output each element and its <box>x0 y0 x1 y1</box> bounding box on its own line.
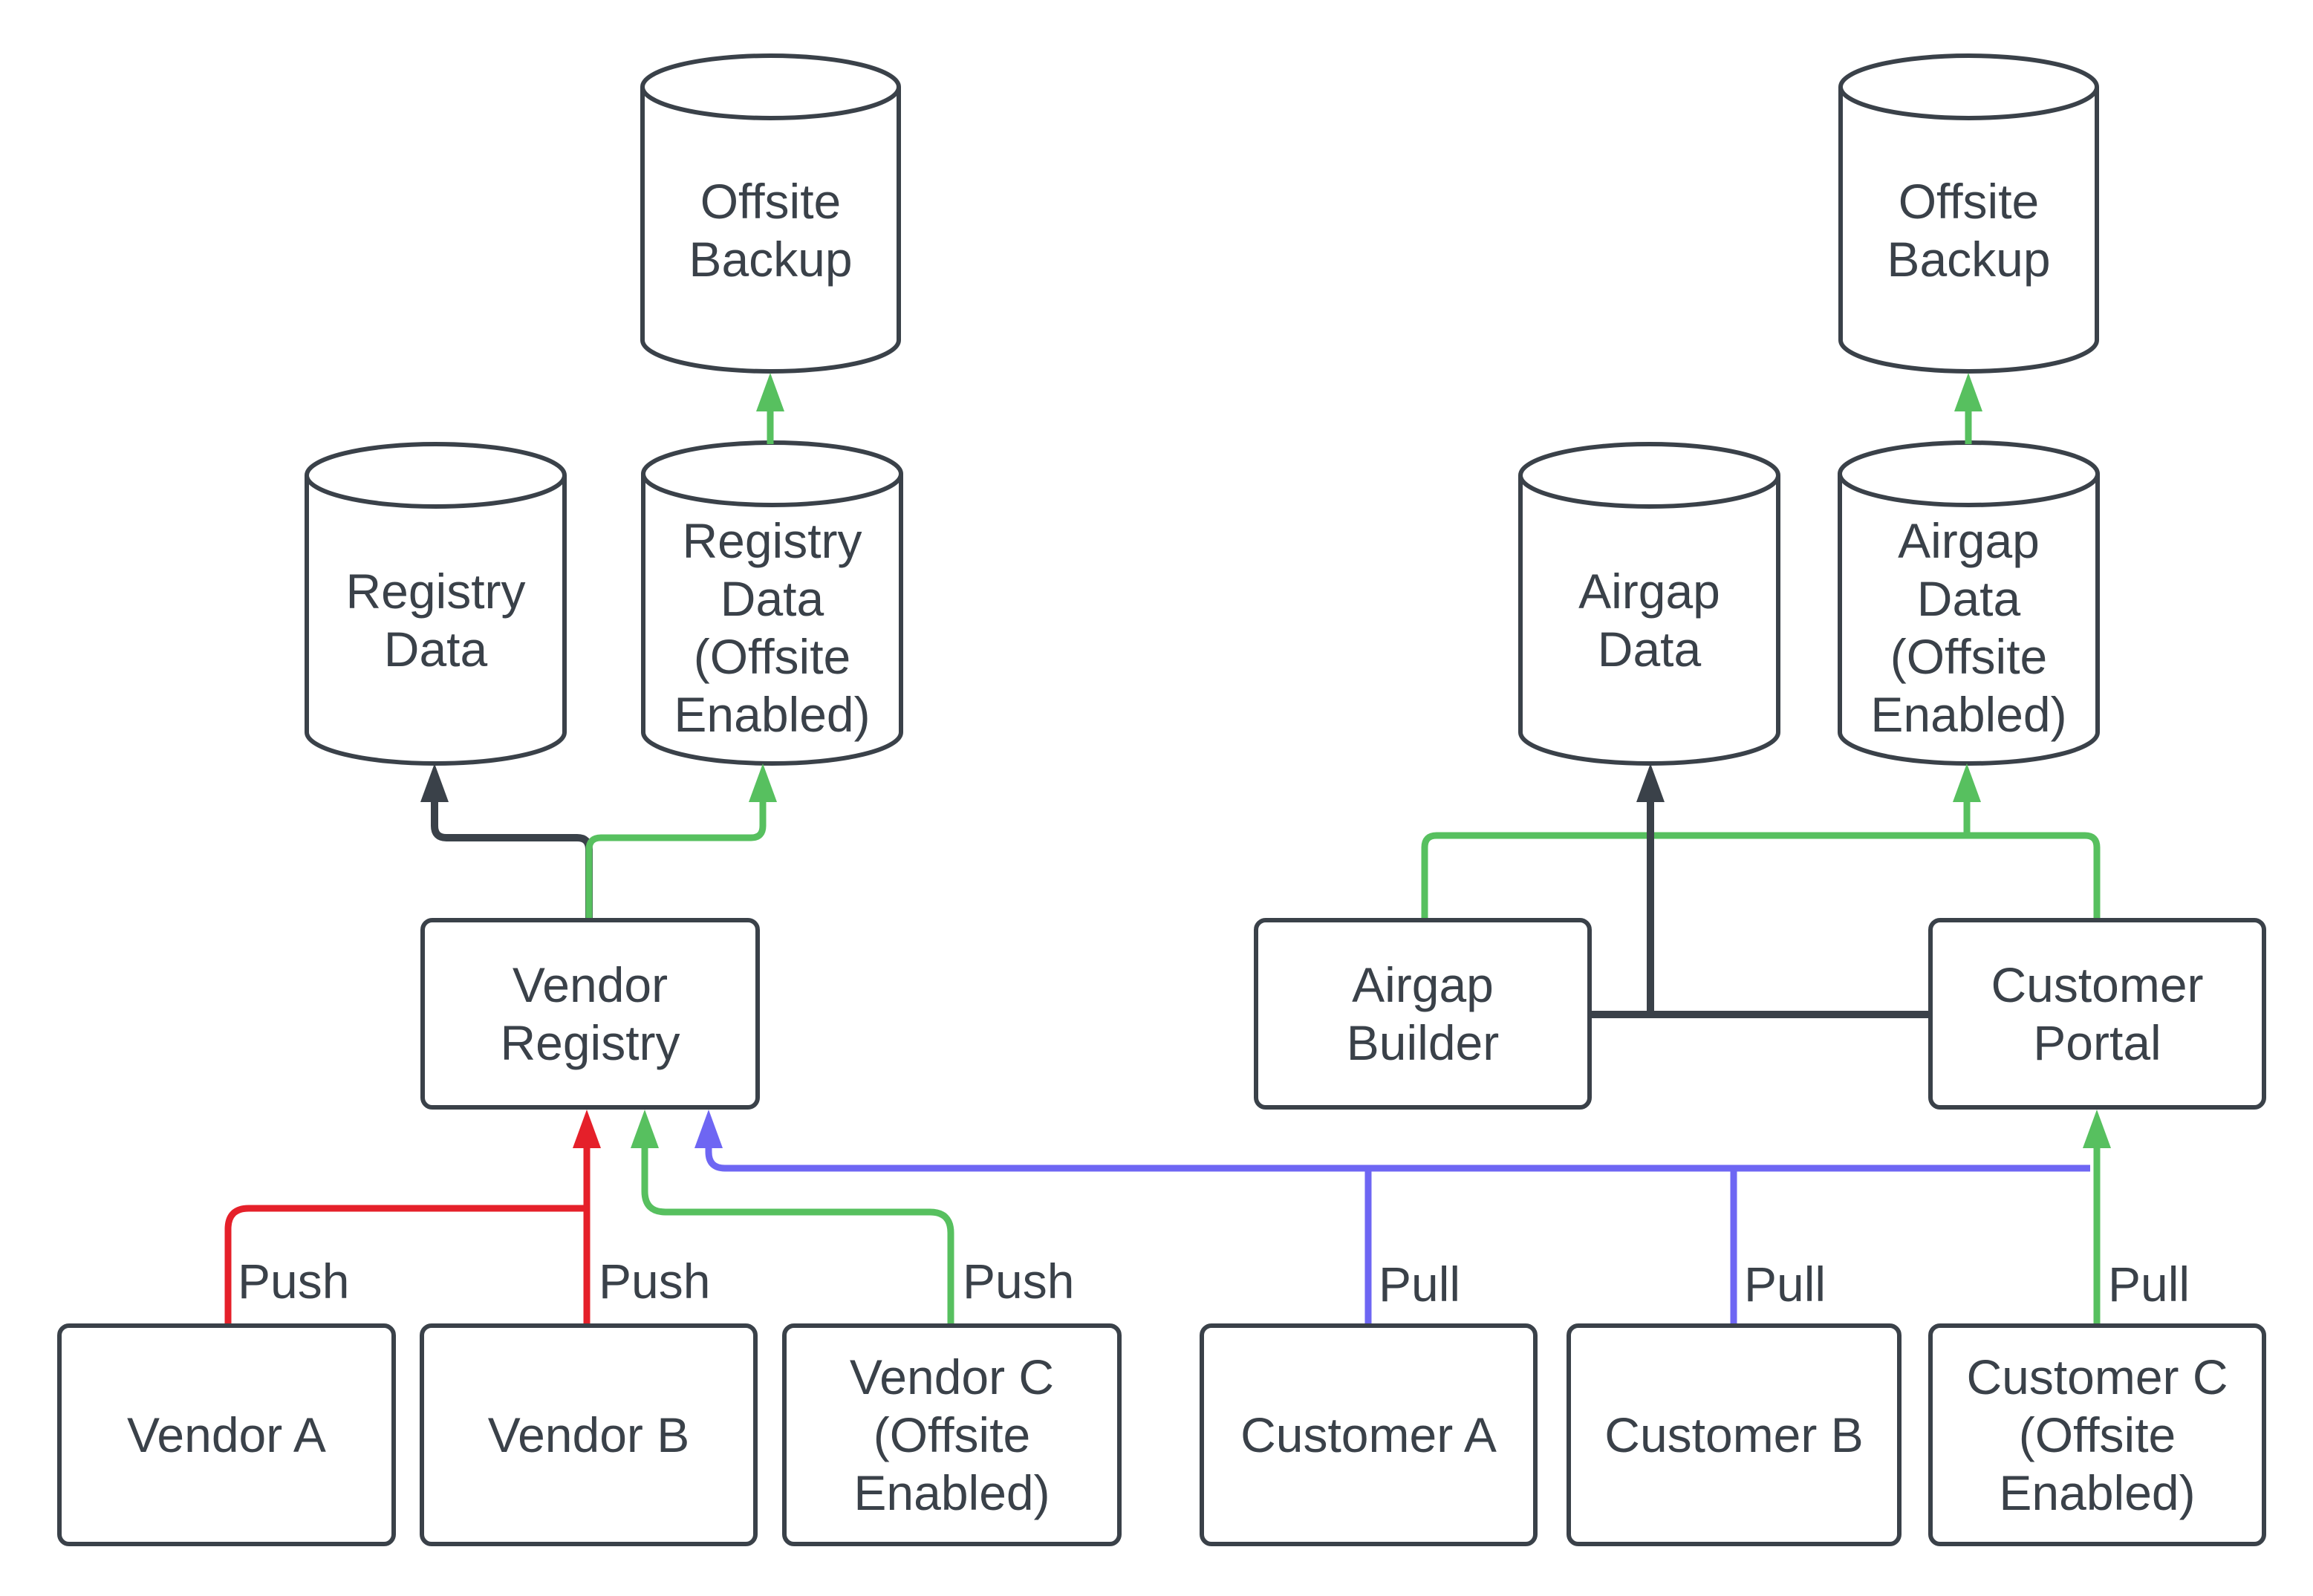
cylinder-body <box>1518 442 1780 766</box>
arrowhead-customer-portal-green <box>2083 1110 2111 1148</box>
cylinder-rim <box>1518 475 1780 509</box>
node-customer-b: Customer B <box>1567 1323 1902 1546</box>
node-customer-c-label: Customer C (Offsite Enabled) <box>1966 1349 2228 1520</box>
cylinder-airgap-data-offsite <box>1838 440 2100 766</box>
cylinder-registry-data <box>305 442 567 766</box>
cylinder-rim <box>640 86 901 120</box>
cylinder-label-airgap-data: Airgap Data <box>1578 564 1720 677</box>
node-customer-c: Customer C (Offsite Enabled) <box>1928 1323 2266 1546</box>
node-vendor-registry-label: Vendor Registry <box>500 957 680 1070</box>
node-vendor-b: Vendor B <box>420 1323 758 1546</box>
node-customer-b-label: Customer B <box>1604 1407 1864 1462</box>
edge-label-pull-customer-c: Pull <box>2108 1257 2190 1312</box>
node-customer-a: Customer A <box>1200 1323 1538 1546</box>
cylinder-rim <box>305 475 567 509</box>
node-vendor-a-label: Vendor A <box>127 1407 326 1462</box>
node-vendor-b-label: Vendor B <box>487 1407 690 1462</box>
arrowhead-vendor-registry-red <box>573 1110 601 1148</box>
cylinder-rim <box>1838 473 2100 507</box>
node-vendor-c: Vendor C (Offsite Enabled) <box>782 1323 1122 1546</box>
edge-label-push-vendor-b: Push <box>599 1254 711 1309</box>
arrowhead-vendor-registry-green <box>631 1110 659 1148</box>
cylinder-rim <box>1838 86 2099 120</box>
arrowhead-registry-data-offsite-green <box>749 763 777 802</box>
node-airgap-builder: Airgap Builder <box>1254 918 1592 1110</box>
node-vendor-registry: Vendor Registry <box>420 918 760 1110</box>
edge-vendor-registry-to-registry-data-offsite <box>585 799 767 919</box>
node-customer-a-label: Customer A <box>1240 1407 1497 1462</box>
edge-label-push-vendor-c: Push <box>963 1254 1075 1309</box>
cylinder-body <box>1838 53 2099 374</box>
cylinder-registry-data-offsite <box>641 440 903 766</box>
node-customer-portal: Customer Portal <box>1928 918 2266 1110</box>
cylinder-label-offsite-backup-right: Offsite Backup <box>1887 174 2051 287</box>
cylinder-offsite-backup-left <box>640 53 901 374</box>
cylinder-body <box>641 440 903 766</box>
edge-label-push-vendor-a: Push <box>238 1254 350 1309</box>
arrowhead-vendor-registry-purple <box>694 1110 723 1148</box>
cylinder-body <box>1838 440 2100 766</box>
cylinder-airgap-data <box>1518 442 1780 766</box>
cylinder-label-registry-data: Registry Data <box>345 564 526 677</box>
edge-builder-portal-green-loop <box>1421 832 2101 919</box>
node-customer-portal-label: Customer Portal <box>1991 957 2204 1070</box>
arrowhead-backup-right-green <box>1954 373 1982 411</box>
arrowhead-registry-data-dark <box>420 763 449 802</box>
edge-vendor-a-push-red <box>224 1205 585 1323</box>
cylinder-body <box>640 53 901 374</box>
cylinder-label-airgap-data-offsite: Airgap Data (Offsite Enabled) <box>1870 513 2067 742</box>
arrowhead-airgap-data-offsite-green <box>1953 763 1981 802</box>
cylinder-offsite-backup-right <box>1838 53 2099 374</box>
cylinder-rim <box>641 473 903 507</box>
cylinder-label-registry-data-offsite: Registry Data (Offsite Enabled) <box>674 513 871 742</box>
node-airgap-builder-label: Airgap Builder <box>1346 957 1500 1070</box>
edge-label-pull-customer-b: Pull <box>1744 1257 1826 1312</box>
node-vendor-c-label: Vendor C (Offsite Enabled) <box>849 1349 1055 1520</box>
edge-label-pull-customer-a: Pull <box>1379 1257 1461 1312</box>
edge-vendor-c-push-green <box>641 1145 954 1323</box>
edge-customer-pull-purple <box>705 1148 2090 1172</box>
node-vendor-a: Vendor A <box>57 1323 396 1546</box>
edge-vendor-registry-to-registry-data <box>431 799 593 919</box>
arrowhead-backup-left-green <box>756 373 784 411</box>
cylinder-body <box>305 442 567 766</box>
arrowhead-airgap-data-dark <box>1636 763 1665 802</box>
cylinder-label-offsite-backup-left: Offsite Backup <box>689 174 853 287</box>
